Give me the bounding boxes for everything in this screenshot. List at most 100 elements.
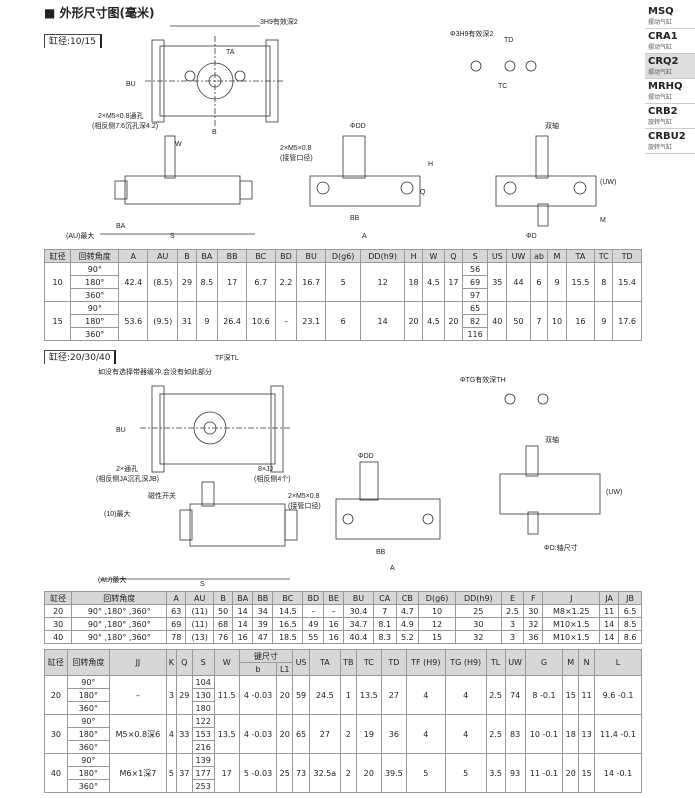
label-q: Q bbox=[420, 189, 426, 196]
value-cell: 15 bbox=[562, 675, 580, 715]
s-cell: 180 bbox=[191, 701, 215, 715]
table1-header: DD(h9) bbox=[360, 249, 405, 263]
s-cell: 139 bbox=[191, 753, 215, 767]
value-cell: 16 bbox=[565, 301, 596, 341]
angle-cell: 180° bbox=[70, 314, 120, 328]
value-cell: 30 bbox=[523, 604, 544, 618]
label-sw: 磁性开关 bbox=[148, 491, 176, 500]
table1-header: AU bbox=[147, 249, 179, 263]
table2-header: E bbox=[500, 591, 525, 605]
angle-cell: 90° bbox=[66, 675, 110, 689]
table2-header: CA bbox=[372, 591, 397, 605]
label-port2b-s2: (接管口径) bbox=[288, 501, 321, 510]
value-cell: 12 bbox=[418, 617, 456, 631]
value-cell: 27 bbox=[308, 714, 341, 754]
label-s: S bbox=[170, 233, 175, 240]
value-cell: 6 bbox=[324, 301, 362, 341]
s-cell: 122 bbox=[191, 714, 215, 728]
table1-header: H bbox=[403, 249, 424, 263]
value-cell: 50 bbox=[213, 604, 234, 618]
value-cell: (13) bbox=[185, 630, 215, 644]
caliber-label-1: 缸径:10/15 bbox=[44, 34, 102, 48]
label-phid: ΦD bbox=[526, 233, 537, 240]
value-cell: 14 -0.1 bbox=[594, 753, 642, 793]
value-cell: 4 bbox=[444, 675, 487, 715]
label-jj: 8×JJ bbox=[258, 466, 273, 473]
value-cell: 53.6 bbox=[118, 301, 149, 341]
value-cell: 10 -0.1 bbox=[524, 714, 564, 754]
value-cell: 5 bbox=[324, 262, 362, 302]
value-cell: 14 bbox=[599, 630, 620, 644]
label-td: TD bbox=[504, 37, 513, 44]
value-cell: 68 bbox=[213, 617, 234, 631]
table2-header: B bbox=[213, 591, 234, 605]
table3-header: US bbox=[292, 649, 310, 676]
nav-item-msq[interactable]: MSQ 摆动气缸 bbox=[645, 4, 695, 29]
value-cell: 26.4 bbox=[217, 301, 247, 341]
angle-cell: 90° bbox=[70, 301, 120, 315]
value-cell: 24.5 bbox=[308, 675, 341, 715]
value-cell: 4 bbox=[405, 675, 446, 715]
value-cell: 40 bbox=[487, 301, 508, 341]
table2-header: JB bbox=[618, 591, 642, 605]
value-cell: 5.2 bbox=[395, 630, 420, 644]
value-cell: 7 bbox=[372, 604, 397, 618]
label-port2-s2: 2×M5×0.8 bbox=[288, 493, 320, 500]
value-cell: 29 bbox=[175, 675, 193, 715]
drawing-section-1: 3H9有效深2 TA BU B W 2×M5×0.8通孔 (相反侧7.6沉孔深4… bbox=[66, 17, 616, 240]
value-cell: 20 bbox=[276, 714, 294, 754]
value-cell: 14 bbox=[232, 604, 254, 618]
value-cell: 16.7 bbox=[296, 262, 326, 302]
label-a: A bbox=[362, 233, 367, 240]
table3-header: TA bbox=[308, 649, 341, 676]
table3-subheader: b bbox=[238, 662, 278, 676]
value-cell: 16.5 bbox=[272, 617, 304, 631]
nav-code: MSQ bbox=[648, 6, 674, 17]
table2-header: J bbox=[542, 591, 601, 605]
nav-desc: 摆动气缸 bbox=[648, 69, 673, 76]
table1-header: US bbox=[487, 249, 508, 263]
bore-cell: 40 bbox=[44, 753, 68, 793]
value-cell: 78 bbox=[166, 630, 187, 644]
label-tc: TC bbox=[498, 83, 507, 90]
table3-header: N bbox=[578, 649, 595, 676]
value-cell: 76 bbox=[213, 630, 234, 644]
label-dd2: ΦDD bbox=[358, 453, 374, 460]
table3-header: K bbox=[165, 649, 177, 676]
label-a2: A bbox=[390, 565, 395, 572]
value-cell: 44 bbox=[506, 262, 531, 302]
table3-header: W bbox=[213, 649, 240, 676]
value-cell: 74 bbox=[504, 675, 526, 715]
table3-header: S bbox=[191, 649, 215, 676]
table3-header: TB bbox=[339, 649, 357, 676]
value-cell: 2.5 bbox=[485, 714, 506, 754]
table1-header: BD bbox=[274, 249, 298, 263]
label-port-rev: (相反侧7.6沉孔深4.2) bbox=[92, 121, 158, 130]
value-cell: M6×1深7 bbox=[108, 753, 167, 793]
label-s2: S bbox=[200, 581, 205, 588]
s-cell: 116 bbox=[462, 327, 489, 341]
value-cell: 9 bbox=[547, 262, 567, 302]
value-cell: 39 bbox=[252, 617, 274, 631]
table1-header: UW bbox=[506, 249, 531, 263]
drawing-section-2: TF深TL 如没有选择带器缓冲,会没有如此部分 BU 2×通孔 (相反侧JA沉孔… bbox=[96, 354, 622, 588]
value-cell: M8×1.25 bbox=[542, 604, 601, 618]
angle-cell: 360° bbox=[70, 288, 120, 302]
s-cell: 216 bbox=[191, 740, 215, 754]
value-cell: 9 bbox=[195, 301, 219, 341]
value-cell: 59 bbox=[292, 675, 310, 715]
label-port2: 2×M5×0.8 bbox=[280, 145, 312, 152]
table2-header: BU bbox=[342, 591, 374, 605]
value-cell: 73 bbox=[292, 753, 310, 793]
value-cell: M10×1.5 bbox=[542, 617, 601, 631]
nav-desc: 摆动气缸 bbox=[648, 19, 673, 26]
table-row: 180°153 bbox=[45, 727, 642, 741]
